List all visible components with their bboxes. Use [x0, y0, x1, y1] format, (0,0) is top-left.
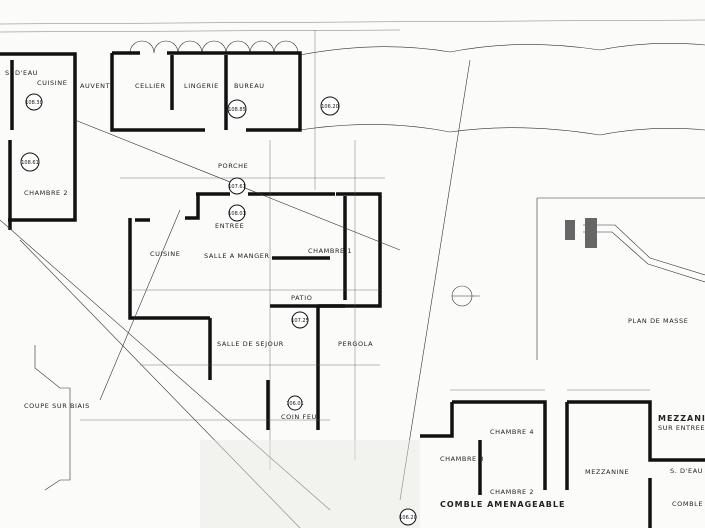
main-house-walls: [128, 192, 382, 430]
arches: [129, 40, 299, 54]
level-marker: 107.25: [291, 311, 309, 329]
level-marker: 107.61: [228, 177, 246, 195]
room-label-cuisine-top: CUISINE: [37, 79, 67, 87]
room-label-bureau: BUREAU: [234, 82, 265, 90]
building-footprint: [565, 220, 575, 240]
room-label-auvent: AUVENT: [80, 82, 110, 90]
diagonal-axis: [99, 209, 181, 401]
level-marker: 106.01: [286, 395, 304, 411]
room-label-chambre-1: CHAMBRE 1: [308, 247, 352, 255]
terrain-contour: [299, 124, 705, 136]
room-label-porche: PORCHE: [218, 162, 248, 170]
terrain-contour: [299, 43, 705, 56]
room-label-cellier: CELLIER: [135, 82, 166, 90]
room-label-chambre-2: CHAMBRE 2: [24, 189, 68, 197]
svg-text:106.01: 106.01: [286, 401, 304, 407]
room-label-salle-de-sejour: SALLE DE SEJOUR: [217, 340, 284, 348]
room-label-lingerie: LINGERIE: [184, 82, 219, 90]
room-label-comble: COMBLE: [672, 500, 703, 508]
room-label-cuisine: CUISINE: [150, 250, 180, 258]
svg-text:108.01: 108.01: [228, 211, 246, 217]
site-plan-title: PLAN DE MASSE: [628, 317, 688, 325]
level-marker: 106.20: [399, 508, 417, 526]
dimension-line: [0, 29, 401, 33]
level-marker: 106.20: [320, 96, 340, 116]
level-marker: 108.61: [20, 152, 40, 172]
diagonal-axis: [19, 239, 301, 528]
section-profile: [34, 345, 71, 491]
room-label-s-deau-upper: S. D'EAU: [670, 467, 703, 475]
floor-title-comble-amenageable: COMBLE AMENAGEABLE: [440, 500, 565, 509]
svg-text:108.30: 108.30: [25, 100, 43, 106]
svg-text:107.25: 107.25: [291, 318, 309, 324]
room-label-mezzanine: MEZZANINE: [585, 468, 629, 476]
dimension-line: [0, 19, 705, 25]
svg-text:107.61: 107.61: [228, 184, 246, 190]
service-block-walls: [110, 51, 302, 132]
svg-text:106.20: 106.20: [399, 515, 417, 521]
site-plan-frame: [536, 197, 705, 360]
level-marker: 108.01: [228, 204, 246, 222]
level-marker: 108.85: [227, 99, 247, 119]
room-label-coin-feu: COIN FEU: [281, 413, 317, 421]
svg-text:108.61: 108.61: [21, 160, 39, 166]
dimension-lines: [80, 30, 385, 470]
floor-subtitle-mezzanine: SUR ENTREE: [658, 424, 705, 432]
room-label-patio: PATIO: [291, 294, 312, 302]
upper-floor-walls: [420, 400, 705, 528]
svg-text:106.20: 106.20: [321, 104, 339, 110]
room-label-chambre-3: CHAMBRE 3: [440, 455, 484, 463]
level-marker: 108.30: [25, 93, 43, 111]
floor-title-mezzanine: MEZZANINE: [658, 414, 705, 423]
building-footprint: [585, 218, 597, 248]
room-label-chambre-2-upper: CHAMBRE 2: [490, 488, 534, 496]
paper-stain: [200, 440, 420, 528]
room-label-entree: ENTREE: [215, 222, 244, 230]
level-markers: 108.30 108.85 106.20 108.61 107.61 108.0…: [20, 93, 417, 526]
section-label-coupe: COUPE SUR BIAIS: [24, 402, 90, 410]
room-label-salle-a-manger: SALLE A MANGER: [204, 252, 270, 260]
road: [583, 224, 705, 283]
room-label-chambre-4: CHAMBRE 4: [490, 428, 534, 436]
property-line: [399, 59, 471, 501]
left-wing-walls: [0, 52, 77, 230]
room-label-s-deau: S. D'EAU: [5, 69, 38, 77]
room-labels: S. D'EAU CUISINE AUVENT CELLIER LINGERIE…: [5, 69, 705, 509]
room-label-pergola: PERGOLA: [338, 340, 373, 348]
svg-text:108.85: 108.85: [228, 107, 246, 113]
